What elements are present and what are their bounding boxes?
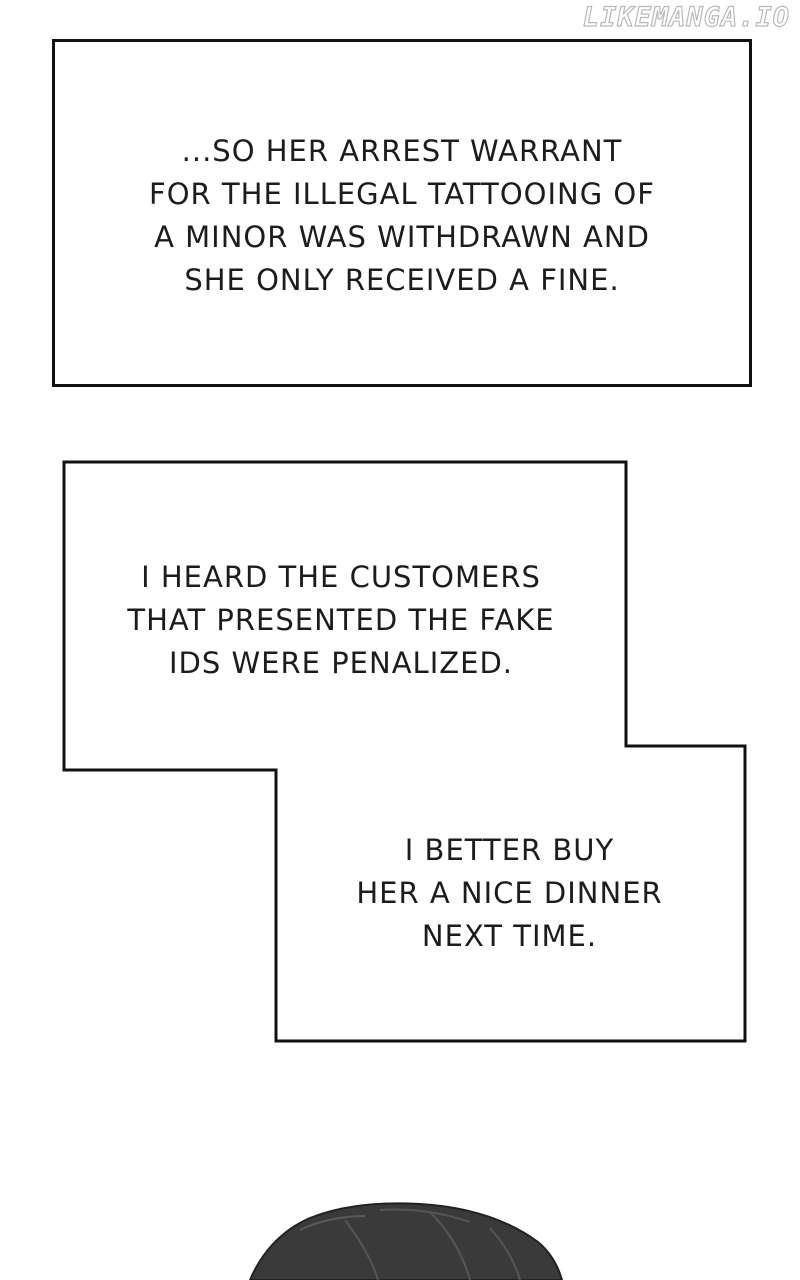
caption-line: I BETTER BUY: [404, 833, 615, 867]
caption-line: ...SO HER ARREST WARRANT: [181, 134, 623, 168]
caption-line: NEXT TIME.: [421, 919, 598, 953]
caption-line: A MINOR WAS WITHDRAWN AND: [154, 220, 650, 254]
character-hair-illustration: [248, 1202, 564, 1280]
caption-line: HER A NICE DINNER: [356, 876, 663, 910]
narration-box-top: [52, 39, 752, 387]
caption-line: SHE ONLY RECEIVED A FINE.: [184, 263, 620, 297]
caption-line: IDS WERE PENALIZED.: [169, 646, 513, 680]
caption-line: FOR THE ILLEGAL TATTOOING OF: [149, 177, 655, 211]
site-watermark: LIKEMANGA.IO: [582, 1, 790, 33]
caption-line: I HEARD THE CUSTOMERS: [141, 560, 541, 594]
narration-caption-top: ...SO HER ARREST WARRANT FOR THE ILLEGAL…: [52, 130, 752, 302]
caption-line: THAT PRESENTED THE FAKE: [127, 603, 555, 637]
narration-caption-bottom: I BETTER BUY HER A NICE DINNER NEXT TIME…: [318, 829, 701, 958]
narration-caption-middle: I HEARD THE CUSTOMERS THAT PRESENTED THE…: [64, 556, 618, 685]
